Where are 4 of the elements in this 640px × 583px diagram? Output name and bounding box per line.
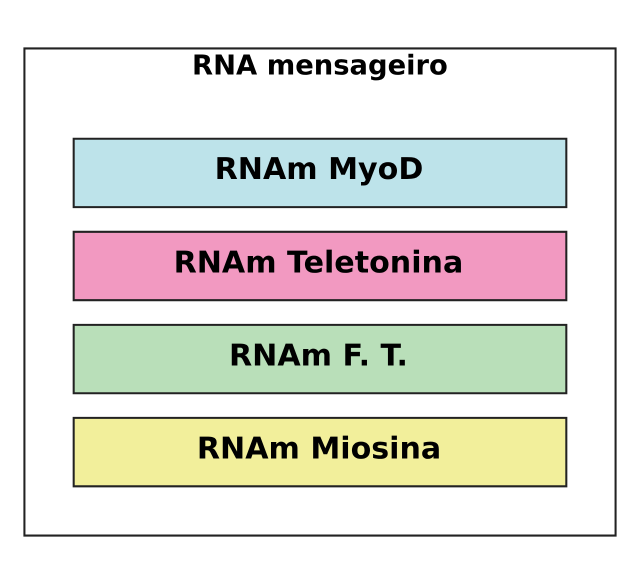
node-box: RNAm MyoD — [72, 137, 568, 208]
node-box: RNAm F. T. — [72, 323, 568, 394]
node-box: RNAm Miosina — [72, 416, 568, 487]
node-box: RNAm Teletonina — [72, 230, 568, 301]
